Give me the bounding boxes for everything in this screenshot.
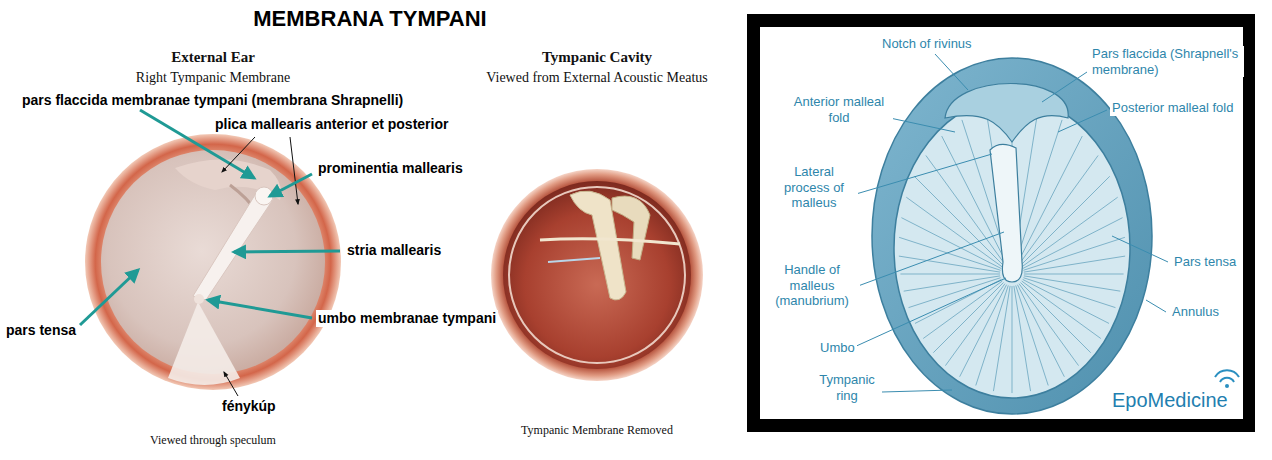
umbo-dot (194, 294, 204, 304)
panel-heading: Tympanic Cavity (447, 48, 747, 66)
part-name: Tympanic ring (812, 372, 882, 403)
leader-line (222, 137, 255, 172)
pars-flaccida-area (945, 84, 1068, 143)
chorda-tympani (540, 239, 680, 244)
radial-fibre (900, 274, 1000, 275)
radial-fibre (945, 284, 1004, 366)
leader-arrow (80, 270, 138, 325)
leader-line (935, 54, 968, 90)
malleus-handle (990, 144, 1022, 282)
radial-fibre (1014, 286, 1031, 391)
radial-fibre (1016, 285, 1049, 385)
part-name: umbo membranae tympani (316, 310, 498, 327)
part-name: Handle of malleus (manubrium) (764, 262, 860, 309)
ear-canal-rim (85, 134, 341, 390)
panel-subheading: Viewed from External Acoustic Meatus (437, 70, 757, 87)
radial-fibre (1023, 279, 1109, 323)
radial-fibre (899, 256, 1000, 272)
diagram-title: MEMBRANA TYMPANI (170, 6, 570, 32)
leader-line (852, 278, 1006, 348)
radial-fibre (906, 197, 1002, 267)
panel-caption: Viewed through speculum (83, 433, 343, 447)
leader-line (858, 232, 1004, 286)
radial-fibre (1024, 274, 1124, 275)
radial-fibre (901, 218, 1001, 269)
leader-line (856, 154, 992, 194)
wifi-dot (1225, 384, 1229, 388)
part-name: Lateral process of malleus (770, 164, 858, 211)
part-name: prominentia mallearis (316, 160, 465, 177)
radial-fibre (1024, 256, 1125, 272)
panel-ground (760, 27, 1243, 419)
part-name: Pars tensa (1172, 254, 1238, 270)
tendon (548, 258, 600, 262)
radial-fibre (909, 278, 1001, 308)
light-cone (168, 302, 240, 385)
meatus-rim (491, 169, 703, 381)
radial-fibre (914, 176, 1003, 265)
wifi-arc (1220, 378, 1234, 382)
stria-mallearis (193, 190, 274, 300)
radial-fibre (960, 285, 1007, 377)
wifi-arc (1215, 370, 1239, 377)
part-name: pars tensa (6, 322, 76, 339)
panel-caption: Tympanic Membrane Removed (467, 423, 727, 437)
radial-fibre (1017, 136, 1082, 263)
radial-fibre (904, 276, 1000, 291)
leader-line (1112, 236, 1168, 262)
leader-arrow (234, 251, 340, 252)
radial-fibre (1022, 197, 1118, 267)
part-name: pars flaccida membranae tympani (membran… (22, 92, 403, 109)
panel-subheading: Right Tympanic Membrane (83, 70, 343, 87)
incus (612, 196, 650, 260)
part-name: stria mallearis (345, 242, 443, 259)
radial-fibre (1019, 155, 1098, 264)
part-name: Umbo (818, 340, 857, 356)
radial-fibre (1016, 120, 1062, 263)
panel-frame (747, 14, 1255, 432)
annulus-remnant (509, 187, 685, 363)
part-name: Posterior malleal fold (1110, 100, 1235, 116)
radial-fibre (1022, 281, 1101, 338)
radial-fibre (1023, 237, 1124, 270)
part-name: Pars flaccida (Shrapnell's membrane) (1090, 46, 1244, 77)
leader-line (890, 118, 955, 132)
leader-line (224, 372, 238, 396)
wifi-icon (1215, 370, 1239, 388)
radial-fibre (933, 282, 1003, 352)
radial-fibre (993, 286, 1010, 391)
leader-line (1058, 110, 1107, 132)
panel-heading: External Ear (83, 48, 343, 66)
leader-arrow (208, 300, 312, 318)
radial-fibres (899, 105, 1125, 393)
part-name: Annulus (1170, 304, 1221, 320)
part-name: Notch of rivinus (880, 36, 974, 52)
radial-fibre (1020, 176, 1109, 265)
leader-line (1146, 300, 1166, 312)
watermark: EpoMedicine (1112, 388, 1228, 412)
tympanic-cavity (503, 181, 691, 369)
part-name: plica mallearis anterior et posterior (215, 116, 448, 133)
leader-arrow (270, 174, 312, 196)
leader-line (882, 390, 952, 392)
radial-fibre (1020, 282, 1090, 352)
leader-line (1042, 72, 1087, 102)
leader-line (290, 137, 298, 204)
part-name: Anterior malleal fold (785, 94, 893, 125)
radial-fibre (1024, 276, 1120, 291)
radial-fibre (1012, 286, 1013, 393)
part-name: fénykúp (222, 398, 276, 415)
